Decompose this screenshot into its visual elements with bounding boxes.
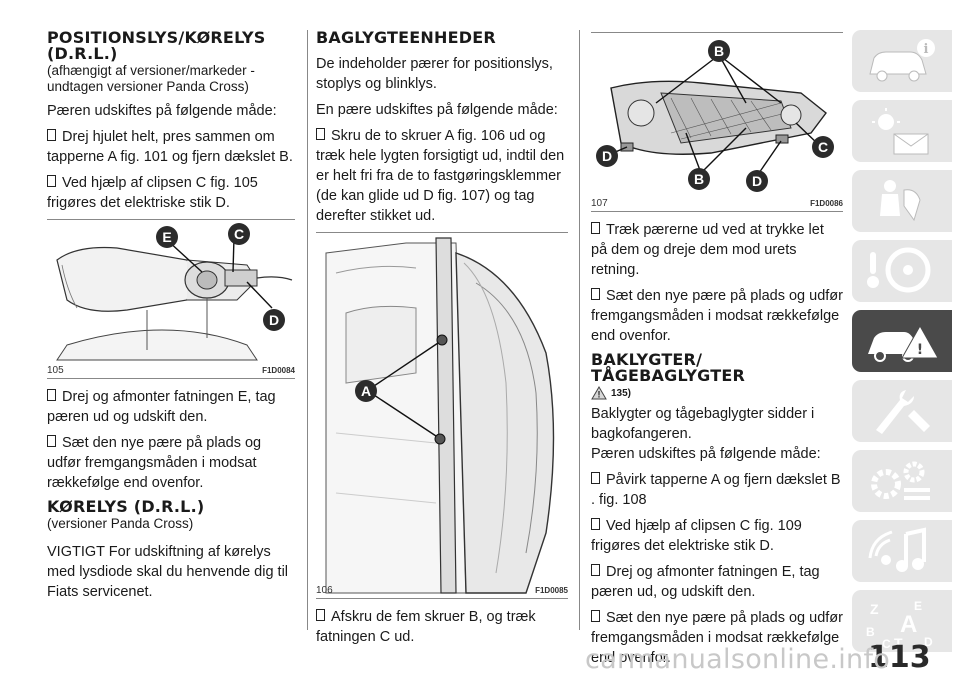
column-1: POSITIONSLYS/KØRELYS (D.R.L.) (afhængigt… [47,30,295,608]
callout-a [355,380,377,402]
rear-lamp-illustration: B C D B D [596,40,834,192]
multimedia-icon[interactable] [852,520,952,582]
bullet-item: Træk pærerne ud ved at trykke let på dem… [591,222,824,278]
callout-b [688,168,710,190]
svg-text:C: C [818,139,828,155]
column-separator-1 [307,30,308,630]
bullet-item: Afskru de fem skruer B, og træk fatninge… [316,609,536,645]
svg-text:C: C [234,226,244,242]
figure-number: 105 [47,365,64,376]
svg-text:B: B [714,43,724,59]
emergency-icon[interactable]: ! [852,310,952,372]
figure-code: F1D0086 [810,199,843,208]
safety-icon[interactable] [852,170,952,232]
warning-reference: ! 135) [591,386,843,400]
bullet-box-icon [591,472,600,484]
svg-text:!: ! [917,342,923,358]
column-separator-2 [579,30,580,630]
bullet-box-icon [47,175,56,187]
bullet-item: Ved hjælp af clipsen C fig. 105 frigøres… [47,175,258,211]
starting-driving-icon[interactable] [852,240,952,302]
bullet-box-icon [47,129,56,141]
bullet-box-icon [316,609,325,621]
figure-code: F1D0085 [535,586,568,595]
page-number: 113 [868,640,931,675]
index-icon[interactable]: Z E B A C T D [852,590,952,652]
bullet-item: Sæt den nye pære på plads og udfør fremg… [47,435,262,491]
svg-text:D: D [602,148,612,164]
bullet-box-icon [47,389,56,401]
heading-korelys: KØRELYS (D.R.L.) [47,497,205,516]
heading-baglygteenheder: BAGLYGTEENHEDER [316,28,496,47]
callout-d [263,309,285,331]
svg-text:!: ! [598,390,601,400]
bullet-box-icon [591,518,600,530]
bullet-item: Skru de to skruer A fig. 106 ud og træk … [316,128,565,224]
callout-b [708,40,730,62]
paragraph: Pæren udskiftes på følgende måde: [591,446,821,462]
svg-text:D: D [924,635,933,649]
svg-text:A: A [900,611,917,638]
column-3: B C D B D 107 F1D0086 Træk pærerne ud ve… [591,30,843,674]
callout-c [228,223,250,245]
callout-d [746,170,768,192]
heading-positionslys-subtitle: (afhængigt af versioner/markeder - undta… [47,63,255,94]
svg-text:E: E [914,599,922,613]
headlamp-illustration: E C D [56,223,293,361]
svg-text:B: B [694,171,704,187]
callout-e [156,226,178,248]
bullet-box-icon [591,564,600,576]
figure-106: A 106 F1D0085 [316,232,568,599]
bullet-box-icon [47,435,56,447]
bullet-box-icon [316,128,325,140]
bullet-item: Sæt den nye pære på plads og udfør fremg… [591,288,843,344]
bullet-box-icon [591,288,600,300]
svg-text:D: D [269,312,279,328]
figure-105: E C D 105 F1D0084 [47,219,295,379]
figure-number: 107 [591,198,608,209]
bullet-box-icon [591,222,600,234]
bullet-item: Påvirk tapperne A og fjern dækslet B . f… [591,472,841,508]
heading-korelys-subtitle: (versioner Panda Cross) [47,516,194,531]
bullet-item: Ved hjælp af clipsen C fig. 109 frigøres… [591,518,802,554]
watermark: carmanualsonline.info [585,644,891,675]
maintenance-icon[interactable] [852,380,952,442]
bullet-item: Sæt den nye pære på plads og udfør fremg… [591,610,843,666]
paragraph: Baklygter og tågebaglygter sidder i bagk… [591,406,815,442]
heading-positionslys: POSITIONSLYS/KØRELYS (D.R.L.) [47,28,266,63]
svg-text:E: E [162,229,171,245]
bullet-item: Drej og afmonter fatningen E, tag pæren … [591,564,820,600]
technical-data-icon[interactable] [852,450,952,512]
paragraph: Pæren udskiftes på følgende måde: [47,103,277,119]
warning-lights-icon[interactable] [852,100,952,162]
callout-c [812,136,834,158]
paragraph: VIGTIGT For udskiftning af kørelys med l… [47,544,289,600]
figure-code: F1D0084 [262,366,295,375]
column-2: BAGLYGTEENHEDER De indeholder pærer for … [316,30,568,653]
warning-triangle-icon: ! [591,386,607,400]
svg-text:A: A [361,383,371,399]
tailgate-illustration: A [325,237,555,594]
svg-text:D: D [752,173,762,189]
callout-d [596,145,618,167]
svg-text:i: i [924,42,929,57]
svg-text:T: T [894,635,903,650]
svg-text:Z: Z [870,601,879,617]
svg-text:C: C [882,637,891,650]
car-info-icon[interactable]: i [852,30,952,92]
bullet-item: Drej og afmonter fatningen E, tag pæren … [47,389,276,425]
chapter-tabs: i ! Z E B A C T D [852,30,960,660]
figure-number: 106 [316,585,333,596]
paragraph: En pære udskiftes på følgende måde: [316,102,558,118]
paragraph: De indeholder pærer for positionslys, st… [316,56,553,92]
bullet-box-icon [591,610,600,622]
heading-baklygter: BAKLYGTER/ TÅGEBAGLYGTER [591,350,745,385]
svg-text:B: B [866,625,875,639]
figure-107: B C D B D 107 F1D0086 [591,32,843,212]
bullet-item: Drej hjulet helt, pres sammen om tappern… [47,129,293,165]
